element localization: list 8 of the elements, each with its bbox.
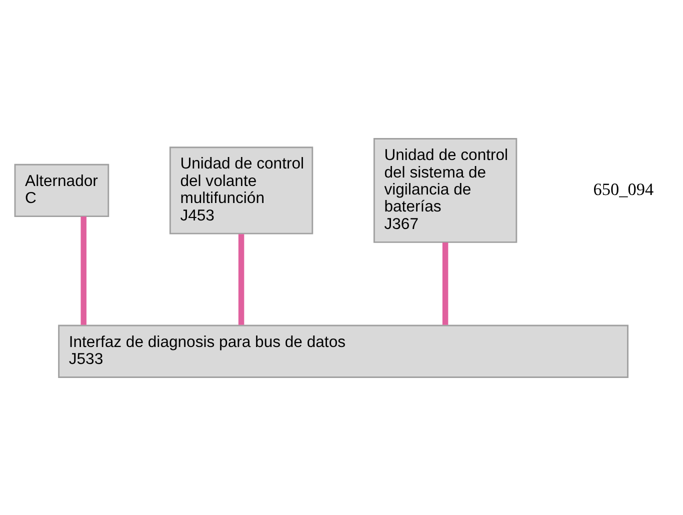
node-box: Unidad de control del sistema de vigilancia de baterías J367 (373, 138, 518, 242)
node-box: Alternador C (14, 163, 110, 217)
node-box: Unidad de control del volante multifunción J453 (169, 146, 314, 234)
connector (442, 242, 448, 324)
node-box: Interfaz de diagnosis para bus de datos J533 (58, 324, 628, 378)
label: 650_094 (593, 179, 654, 198)
connector (80, 216, 86, 324)
connector (238, 234, 244, 324)
